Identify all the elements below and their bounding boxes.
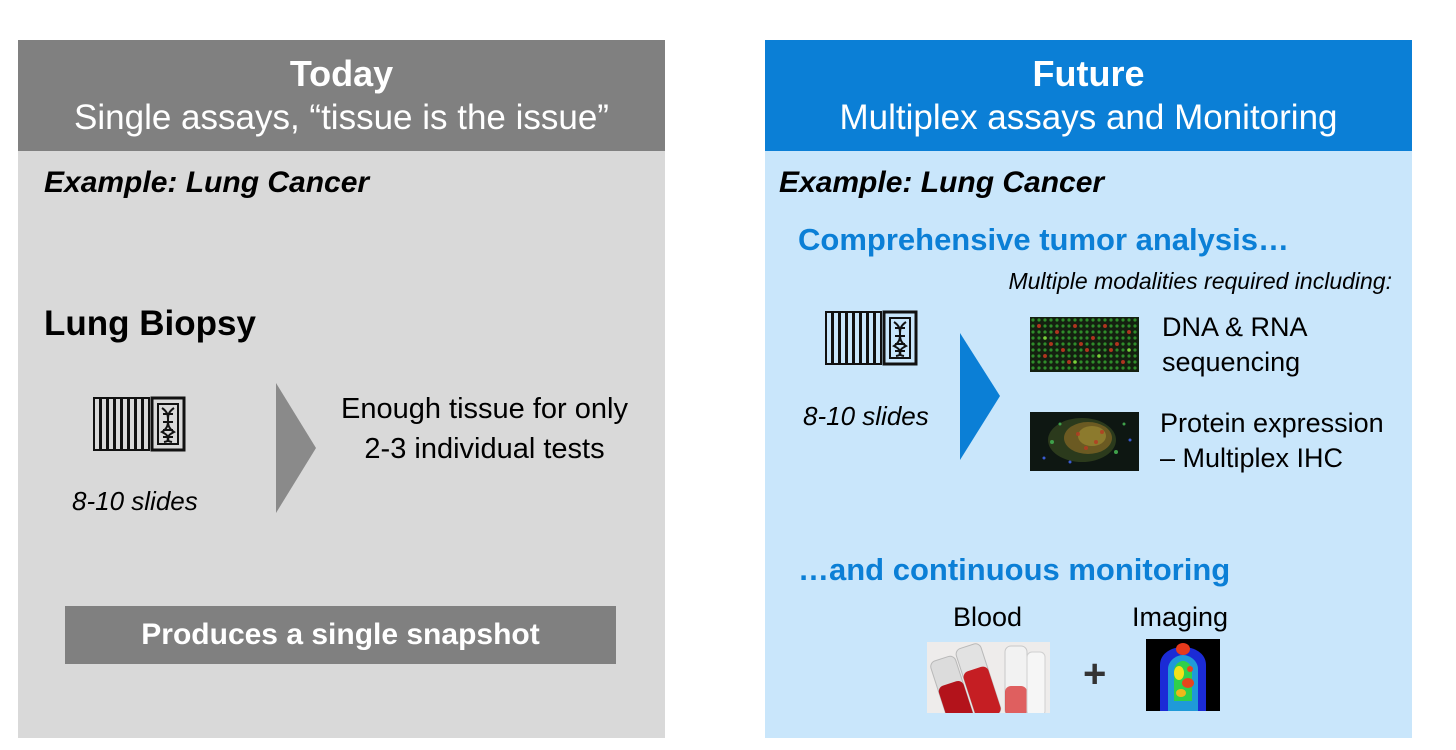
pet-scan-image: [1146, 639, 1220, 711]
today-title: Today: [289, 53, 394, 94]
protein-expression-label: Protein expression – Multiplex IHC: [1160, 406, 1405, 476]
future-example-label: Example: Lung Cancer: [779, 166, 1105, 199]
ihc-tissue-image: [1030, 412, 1139, 471]
protein-line1: Protein expression: [1160, 408, 1384, 438]
today-header: Today Single assays, “tissue is the issu…: [18, 40, 665, 151]
slides-stack-icon: [825, 310, 918, 366]
today-example-label: Example: Lung Cancer: [44, 166, 370, 199]
today-slides-label: 8-10 slides: [72, 486, 198, 516]
dna-rna-line2: sequencing: [1162, 347, 1301, 377]
single-snapshot-banner: Produces a single snapshot: [65, 606, 616, 664]
dna-rna-line1: DNA & RNA: [1162, 312, 1308, 342]
today-result-text: Enough tissue for only 2-3 individual te…: [341, 393, 628, 465]
future-subtitle: Multiplex assays and Monitoring: [839, 98, 1338, 137]
blood-label: Blood: [953, 602, 1023, 632]
dna-rna-label: DNA & RNA sequencing: [1162, 310, 1402, 380]
plus-icon: +: [1083, 652, 1107, 696]
future-header: Future Multiplex assays and Monitoring: [765, 40, 1412, 151]
lung-biopsy-label: Lung Biopsy: [44, 304, 256, 343]
continuous-monitoring-heading: …and continuous monitoring: [798, 552, 1231, 587]
modalities-note: Multiple modalities required including:: [1008, 268, 1392, 294]
imaging-label: Imaging: [1132, 602, 1229, 632]
right-arrow-icon: [276, 383, 316, 513]
today-subtitle: Single assays, “tissue is the issue”: [74, 98, 609, 137]
future-slides-label: 8-10 slides: [803, 401, 929, 431]
today-panel: Today Single assays, “tissue is the issu…: [18, 40, 665, 738]
future-title: Future: [1032, 53, 1145, 94]
blood-tubes-image: [927, 642, 1050, 713]
right-arrow-icon: [960, 333, 1000, 460]
microarray-image: [1030, 317, 1139, 372]
slides-stack-icon: [93, 396, 186, 452]
protein-line2: – Multiplex IHC: [1160, 443, 1344, 473]
comprehensive-analysis-heading: Comprehensive tumor analysis…: [798, 222, 1289, 257]
future-panel: Future Multiplex assays and Monitoring E…: [765, 40, 1412, 738]
